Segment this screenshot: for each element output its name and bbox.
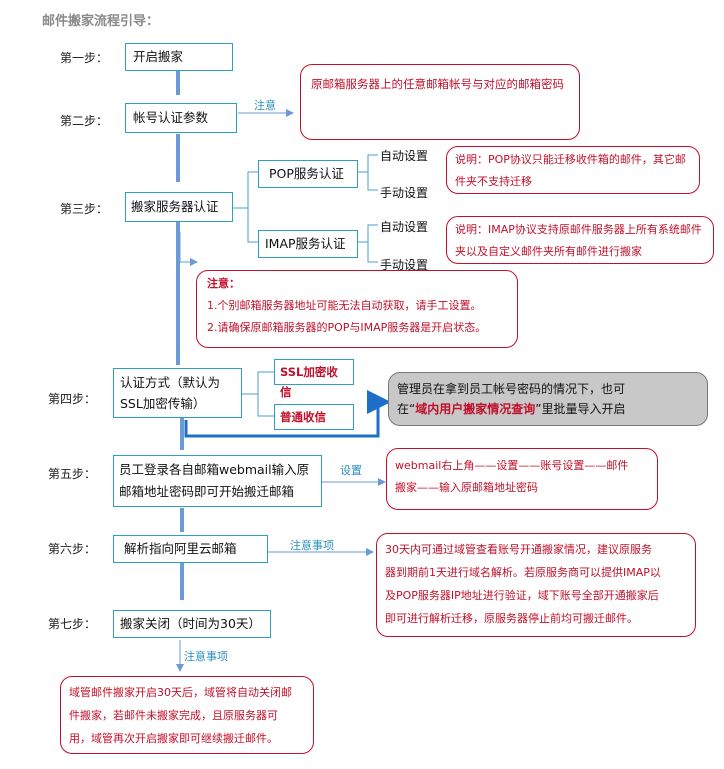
imap-note-callout: 说明：IMAP协议支持原邮件服务器上所有系统邮件夹以及自定义邮件夹所有邮件进行搬…: [446, 216, 714, 264]
s3-warn-arrow: [179, 232, 198, 266]
admin-import-box: 管理员在拿到员工帐号密码的情况下，也可 在“域内用户搬家情况查询”里批量导入开启: [388, 372, 708, 426]
step5-box-line-1: 员工登录各自邮箱webmail输入原: [119, 462, 310, 477]
step3-warning-callout: 注意： 1.个别邮箱服务器地址可能无法自动获取，请手工设置。 2.请确保原邮箱服…: [196, 270, 518, 348]
step6-box: 解析指向阿里云邮箱: [113, 535, 268, 563]
step3-label: 第三步：: [60, 202, 109, 216]
warning-line-2: 2.请确保原邮箱服务器的POP与IMAP服务器是开启状态。: [207, 321, 487, 334]
warning-title: 注意：: [207, 277, 240, 290]
s3-bracket: [233, 154, 378, 263]
imap-auth-box: IMAP服务认证: [258, 230, 358, 258]
normal-receive-box: 普通收信: [274, 404, 354, 430]
step5-note: 设置: [340, 464, 362, 477]
step6-callout: 30天内可通过域管查看账号开通搬家情况，建议原服务 器到期前1天进行域名解析。若…: [376, 533, 696, 637]
step5-callout-line-2: 搬家——输入原邮箱地址密码: [395, 481, 538, 494]
step7-note: 注意事项: [184, 650, 228, 663]
step7-box: 搬家关闭（时间为30天）: [113, 610, 271, 638]
step4-box-line-1: 认证方式（默认为: [120, 375, 221, 390]
step7-callout-line-2: 件搬家，若邮件未搬家完成，且原服务器可: [69, 709, 278, 722]
step5-callout-line-1: webmail右上角——设置——账号设置——邮件: [395, 459, 629, 472]
step1-box: 开启搬家: [125, 43, 233, 71]
step6-note: 注意事项: [290, 539, 334, 552]
step7-callout-line-3: 用，域管再次开启搬家即可继续搬迁邮件。: [69, 732, 278, 745]
pop-auto-setting: 自动设置: [380, 149, 429, 163]
step4-box: 认证方式（默认为 SSL加密传输）: [113, 368, 242, 418]
admin-line-2c: ”里批量导入开启: [535, 402, 626, 416]
step7-callout: 域管邮件搬家开启30天后，域管将自动关闭邮 件搬家，若邮件未搬家完成，且原服务器…: [60, 676, 314, 754]
step6-callout-line-3: 及POP服务器IP地址进行验证，域下账号全部开通搬家后: [385, 589, 659, 602]
admin-line-1: 管理员在拿到员工帐号密码的情况下，也可: [397, 382, 626, 396]
domain-user-query-link: 域内用户搬家情况查询: [415, 402, 536, 416]
step6-callout-line-4: 即可进行解析迁移，原服务器停止前均可搬迁邮件。: [385, 612, 638, 625]
main-flow-line: [176, 70, 184, 600]
step2-label: 第二步：: [60, 114, 109, 128]
step5-callout: webmail右上角——设置——账号设置——邮件 搬家——输入原邮箱地址密码: [386, 448, 658, 510]
imap-manual-setting: 手动设置: [380, 258, 429, 272]
step5-label: 第五步：: [48, 467, 97, 481]
pop-manual-setting: 手动设置: [380, 186, 429, 200]
page-title: 邮件搬家流程引导：: [42, 14, 160, 29]
warning-line-1: 1.个别邮箱服务器地址可能无法自动获取，请手工设置。: [207, 299, 482, 312]
step3-box: 搬家服务器认证: [125, 192, 233, 222]
step2-note: 注意: [254, 99, 276, 112]
imap-auto-setting: 自动设置: [380, 220, 429, 234]
step6-callout-line-1: 30天内可通过域管查看账号开通搬家情况，建议原服务: [385, 543, 652, 556]
step7-label: 第七步：: [48, 617, 97, 631]
pop-note-callout: 说明：POP协议只能迁移收件箱的邮件，其它邮件夹不支持迁移: [446, 146, 700, 194]
s4-bracket: [242, 371, 274, 417]
admin-line-2a: 在“: [397, 402, 416, 416]
step4-label: 第四步：: [48, 392, 97, 406]
step7-callout-line-1: 域管邮件搬家开启30天后，域管将自动关闭邮: [69, 686, 292, 699]
step1-label: 第一步：: [60, 51, 109, 65]
step5-box-line-2: 邮箱地址密码即可开始搬迁邮箱: [119, 484, 295, 499]
step5-box: 员工登录各自邮箱webmail输入原 邮箱地址密码即可开始搬迁邮箱: [113, 455, 322, 507]
admin-line-2: 在“域内用户搬家情况查询”里批量导入开启: [397, 399, 699, 419]
ssl-receive-box: SSL加密收信: [274, 359, 354, 399]
step6-label: 第六步：: [48, 542, 97, 556]
s4-admin-arrow: [184, 390, 391, 438]
pop-auth-box: POP服务认证: [258, 160, 358, 188]
step6-callout-line-2: 器到期前1天进行域名解析。若原服务商可以提供IMAP以: [385, 566, 661, 579]
step2-callout: 原邮箱服务器上的任意邮箱帐号与对应的邮箱密码: [300, 64, 580, 140]
step2-box: 帐号认证参数: [125, 103, 237, 133]
step4-box-line-2: SSL加密传输）: [120, 396, 206, 411]
